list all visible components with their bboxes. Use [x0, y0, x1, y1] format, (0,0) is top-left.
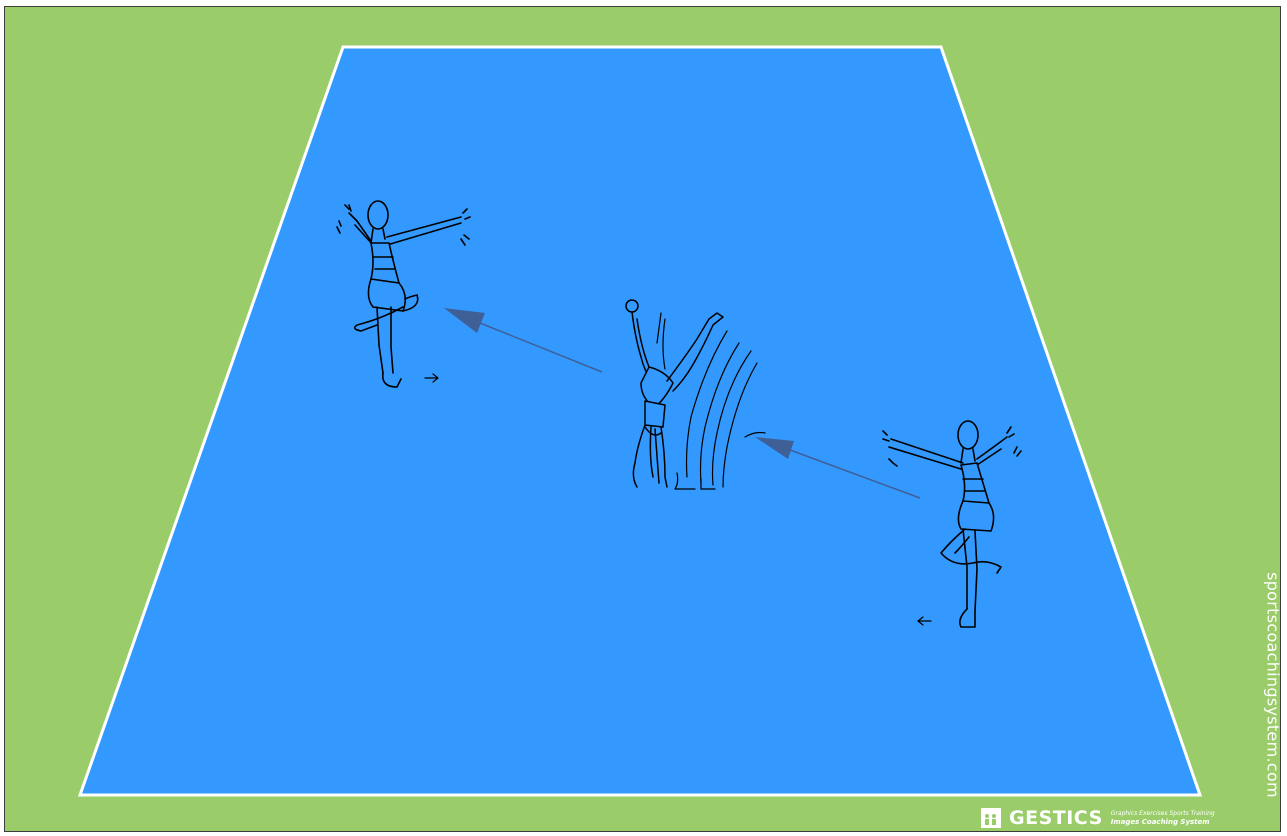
brand-logo: GESTICS Graphics Exercises Sports Traini…	[981, 805, 1215, 831]
court-diagram	[5, 7, 1280, 831]
brand-tagline-line-2: Images Coaching System	[1111, 818, 1215, 826]
diagram-frame: sportscoachingsystem.com GESTICS Graphic…	[4, 6, 1281, 832]
brand-tagline-line-1: Graphics Exercises Sports Training	[1111, 810, 1215, 818]
website-watermark: sportscoachingsystem.com	[1264, 572, 1282, 798]
figures-icon	[981, 808, 1001, 828]
brand-tagline: Graphics Exercises Sports Training Image…	[1111, 810, 1215, 826]
brand-name: GESTICS	[1009, 807, 1103, 829]
